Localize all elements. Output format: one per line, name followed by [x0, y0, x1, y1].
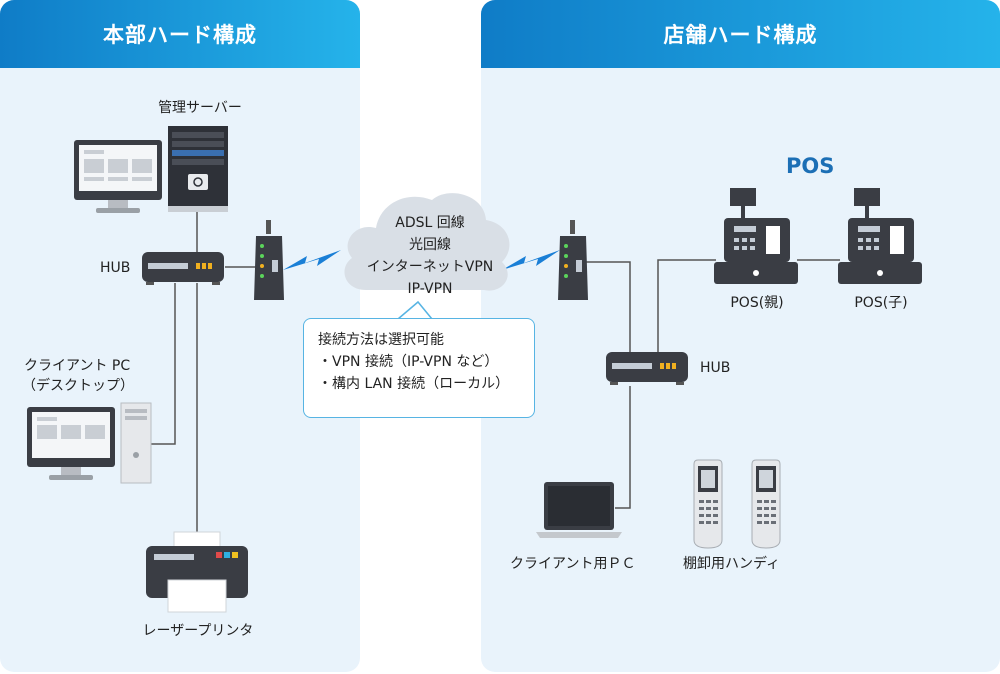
handy-label: 棚卸用ハンディ [683, 556, 781, 572]
wireless-link-icon [502, 250, 560, 270]
cloud-line: ADSL 回線 [395, 215, 465, 231]
store-hub-icon [606, 352, 688, 385]
hq-client-pc-label-2: （デスクトップ） [22, 378, 134, 394]
hq-hub-label: HUB [100, 260, 131, 276]
hq-client-pc-label-1: クライアント PC [24, 358, 131, 374]
handy-terminal-icon [693, 459, 723, 549]
cloud-icon [344, 193, 510, 291]
callout-line: 接続方法は選択可能 [318, 332, 444, 348]
hq-panel-title: 本部ハード構成 [0, 0, 360, 68]
server-icon [168, 126, 228, 212]
callout-pointer [397, 300, 433, 320]
pos-register-parent-icon [714, 188, 798, 284]
wireless-link-icon [283, 250, 341, 270]
pos-parent-label: POS(親) [730, 295, 784, 311]
store-router-icon [558, 220, 588, 300]
pos-title: POS [786, 154, 835, 178]
store-panel-title: 店舗ハード構成 [481, 0, 1000, 68]
handy-terminal-icon [751, 459, 781, 549]
desktop-pc-icon [27, 402, 152, 484]
hq-hub-icon [142, 252, 224, 285]
laser-printer-icon [146, 531, 248, 613]
pos-child-label: POS(子) [854, 295, 908, 311]
printer-label: レーザープリンタ [142, 623, 254, 639]
callout-line: ・構内 LAN 接続（ローカル） [318, 376, 510, 392]
laptop-icon [536, 482, 622, 538]
store-client-pc-label: クライアント用ＰＣ [510, 556, 636, 572]
desktop-monitor-icon [74, 140, 162, 213]
store-panel: 店舗ハード構成 [481, 0, 1000, 672]
store-hub-label: HUB [700, 360, 731, 376]
callout-line: ・VPN 接続（IP-VPN など） [318, 354, 499, 370]
connection-method-callout: 接続方法は選択可能 ・VPN 接続（IP-VPN など） ・構内 LAN 接続（… [303, 318, 535, 418]
cloud-line: IP-VPN [407, 281, 453, 297]
cloud-line: インターネットVPN [366, 259, 494, 275]
server-label: 管理サーバー [158, 100, 242, 116]
hq-router-icon [254, 220, 284, 300]
cloud-text: ADSL 回線 光回線 インターネットVPN IP-VPN [330, 212, 530, 300]
pos-register-child-icon [838, 188, 922, 284]
cloud-line: 光回線 [409, 237, 451, 253]
